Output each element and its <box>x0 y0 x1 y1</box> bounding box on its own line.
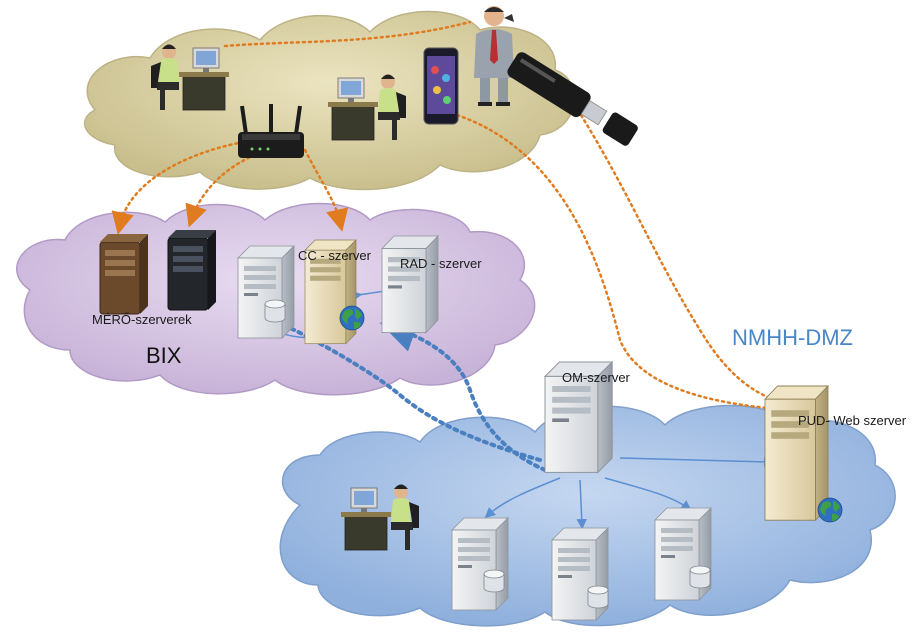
tower-server-icon <box>167 230 216 311</box>
link-modem-to-pud <box>553 73 800 413</box>
link-om-to-server2 <box>576 479 587 530</box>
link-om-to-pud <box>619 456 775 468</box>
bix-label: BIX <box>146 343 182 368</box>
mero-servers-label: MÉRŐ-szerverek <box>92 312 192 327</box>
nmhh-dmz-label: NMHH-DMZ <box>732 325 853 350</box>
usb-modem-icon <box>507 52 638 146</box>
link-om-to-cc-dotted <box>240 302 542 462</box>
link-phone-to-pud <box>438 108 800 421</box>
globe-icon <box>339 305 365 331</box>
rad-server-icon <box>381 235 439 334</box>
tower-server-icon <box>99 234 148 315</box>
cc-server-label: CC - szerver <box>298 248 371 263</box>
om-server-label: OM-szerver <box>562 370 630 385</box>
rack-server-icon <box>451 517 509 611</box>
pud-web-server-label: PUD- Web szerver <box>798 413 907 428</box>
rack-server-icon <box>237 245 295 339</box>
link-om-to-rad-dotted <box>379 317 547 472</box>
link-router-to-mero2 <box>185 153 257 228</box>
link-router-to-mero1 <box>111 138 257 235</box>
link-om-to-server3 <box>604 477 692 511</box>
database-icon <box>483 569 505 593</box>
smartphone-icon <box>423 47 459 125</box>
router-icon <box>238 104 304 158</box>
database-icon <box>264 299 286 323</box>
link-om-to-server1 <box>484 477 561 518</box>
database-icon <box>689 565 711 589</box>
link-desk-to-phone <box>223 20 472 48</box>
link-router-to-cc <box>303 148 349 232</box>
pud-web-server-icon <box>764 385 829 521</box>
database-icon <box>587 585 609 609</box>
businessman-icon <box>474 6 514 106</box>
rad-server-label: RAD - szerver <box>400 256 482 271</box>
globe-icon <box>817 497 843 523</box>
